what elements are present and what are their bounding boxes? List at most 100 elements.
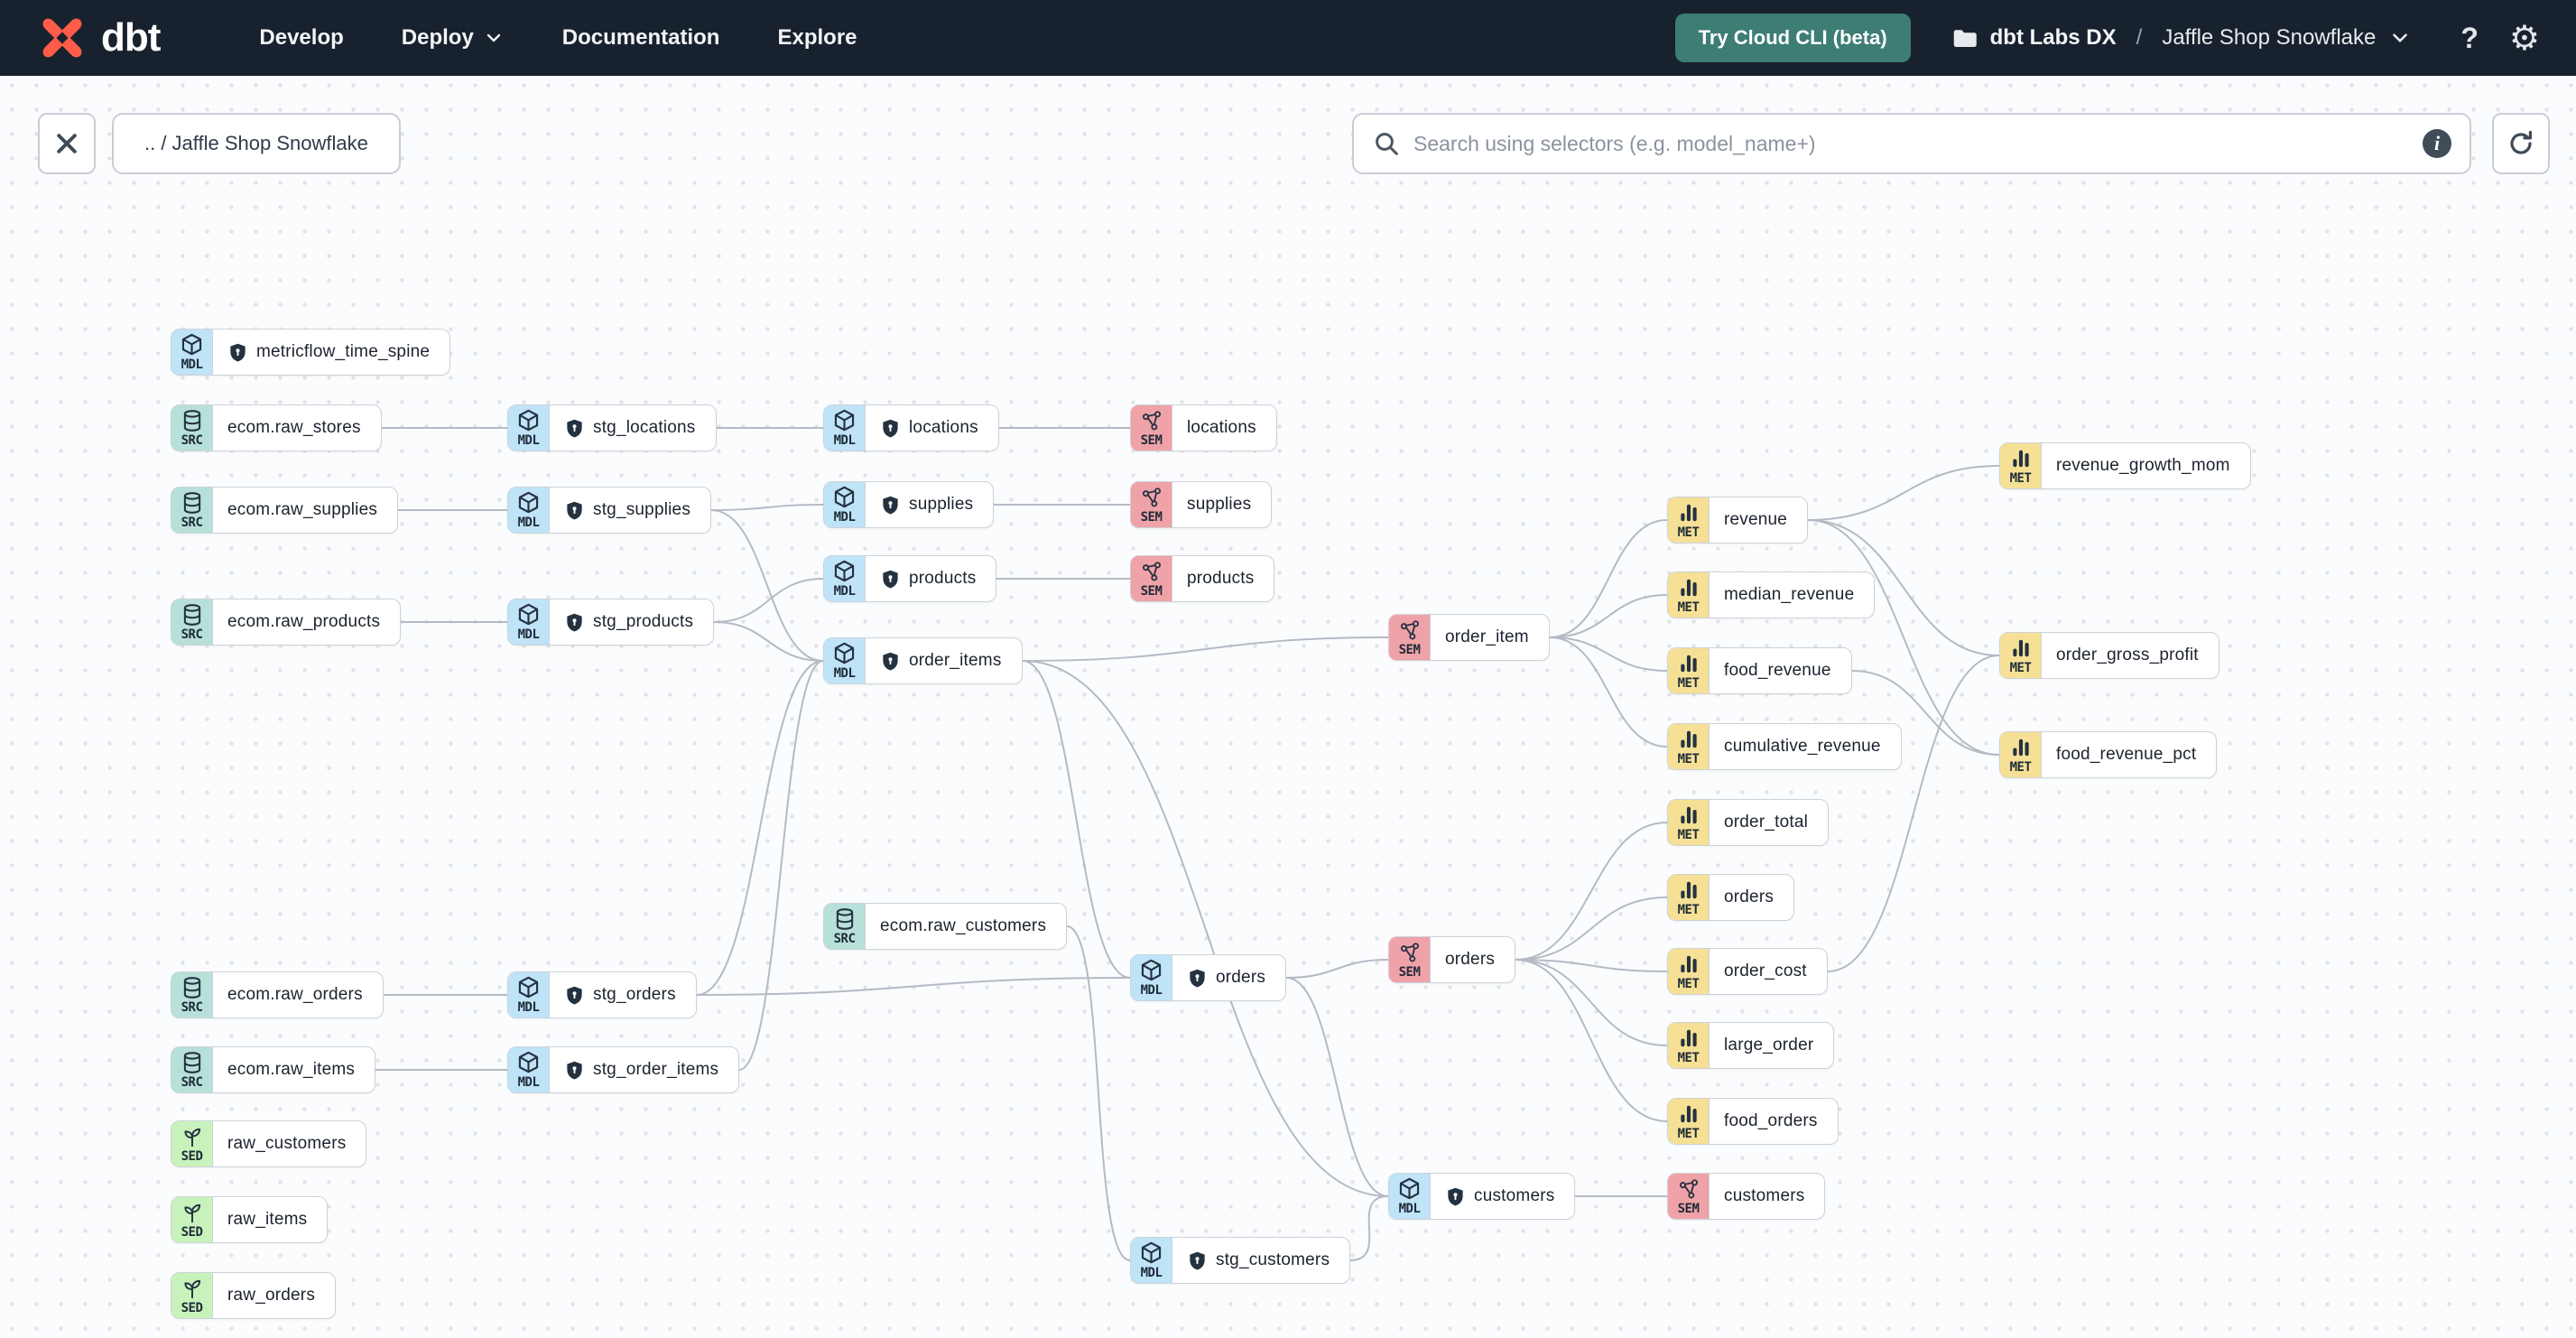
node-name: supplies bbox=[909, 495, 974, 514]
node-label-area: orders bbox=[1710, 875, 1793, 920]
dbt-logo-home[interactable]: dbt bbox=[36, 12, 161, 64]
shield-health-icon bbox=[564, 612, 585, 633]
node-type-label: MDL bbox=[833, 666, 856, 681]
node-type-label: SRC bbox=[181, 432, 203, 448]
node-name: raw_orders bbox=[227, 1286, 316, 1305]
node-label-area: ecom.raw_stores bbox=[213, 405, 381, 451]
refresh-button[interactable] bbox=[2492, 113, 2550, 174]
lineage-breadcrumb[interactable]: .. / Jaffle Shop Snowflake bbox=[112, 113, 401, 174]
nav-item-documentation[interactable]: Documentation bbox=[562, 25, 720, 51]
chevron-down-icon[interactable] bbox=[2388, 26, 2412, 50]
model-cube-icon bbox=[516, 408, 541, 432]
lineage-edge-mdl_order_items--sem_order_item bbox=[1022, 636, 1389, 662]
node-type-badge: MDL bbox=[508, 972, 550, 1017]
node-type-label: MET bbox=[1677, 902, 1700, 917]
selector-search[interactable]: i bbox=[1352, 113, 2471, 174]
try-cloud-cli-button[interactable]: Try Cloud CLI (beta) bbox=[1674, 14, 1911, 62]
node-name: stg_products bbox=[593, 612, 694, 631]
node-type-label: MDL bbox=[517, 1000, 540, 1015]
lineage-edge-sem_orders--met_order_cost bbox=[1515, 959, 1668, 972]
node-type-label: MDL bbox=[833, 433, 856, 448]
info-icon[interactable]: i bbox=[2423, 129, 2451, 158]
graph-node-src_raw_stores[interactable]: SRC ecom.raw_stores bbox=[171, 404, 382, 451]
gear-icon[interactable]: ⚙ bbox=[2508, 18, 2540, 58]
graph-node-met_orders[interactable]: MET orders bbox=[1667, 874, 1795, 921]
node-type-label: MDL bbox=[833, 584, 856, 599]
semantic-model-graph-icon bbox=[1140, 560, 1163, 583]
nav-item-deploy[interactable]: Deploy bbox=[402, 25, 505, 51]
node-type-badge: SRC bbox=[171, 599, 213, 645]
node-label-area: orders bbox=[1431, 937, 1515, 982]
node-type-label: MET bbox=[1677, 976, 1700, 991]
node-type-label: SED bbox=[181, 1224, 203, 1240]
node-name: stg_customers bbox=[1216, 1250, 1330, 1269]
node-type-badge: MDL bbox=[508, 405, 550, 451]
metric-bars-icon bbox=[2009, 636, 2033, 660]
close-lineage-button[interactable] bbox=[38, 113, 96, 174]
node-type-label: MET bbox=[1677, 827, 1700, 842]
lineage-edge-sem_orders--met_orders bbox=[1515, 897, 1668, 961]
lineage-edge-mdl_stg_orders--mdl_order_items bbox=[696, 660, 824, 996]
seed-sprout-icon bbox=[181, 1277, 204, 1300]
node-label-area: customers bbox=[1431, 1174, 1574, 1219]
node-type-label: SRC bbox=[833, 931, 856, 946]
lineage-edge-mdl_stg_products--mdl_order_items bbox=[713, 621, 824, 662]
node-name: food_orders bbox=[1724, 1111, 1818, 1130]
node-name: customers bbox=[1724, 1186, 1805, 1205]
project-selector[interactable]: Jaffle Shop Snowflake bbox=[2162, 25, 2377, 50]
search-input[interactable] bbox=[1413, 131, 2423, 156]
nav-item-develop[interactable]: Develop bbox=[259, 25, 343, 51]
node-type-badge: SRC bbox=[171, 488, 213, 533]
node-label-area: order_gross_profit bbox=[2042, 633, 2219, 678]
node-label-area: ecom.raw_orders bbox=[213, 972, 383, 1017]
node-type-badge: MET bbox=[1668, 1023, 1710, 1068]
node-type-label: SEM bbox=[1140, 583, 1163, 599]
nav-item-explore[interactable]: Explore bbox=[777, 25, 857, 51]
help-icon[interactable]: ? bbox=[2460, 21, 2479, 54]
lineage-edge-met_order_cost--met_order_gross_profit bbox=[1827, 655, 2000, 972]
metric-bars-icon bbox=[2009, 736, 2033, 759]
node-label-area: ecom.raw_products bbox=[213, 599, 400, 645]
node-type-label: SRC bbox=[181, 515, 203, 530]
account-name[interactable]: dbt Labs DX bbox=[1989, 25, 2117, 50]
